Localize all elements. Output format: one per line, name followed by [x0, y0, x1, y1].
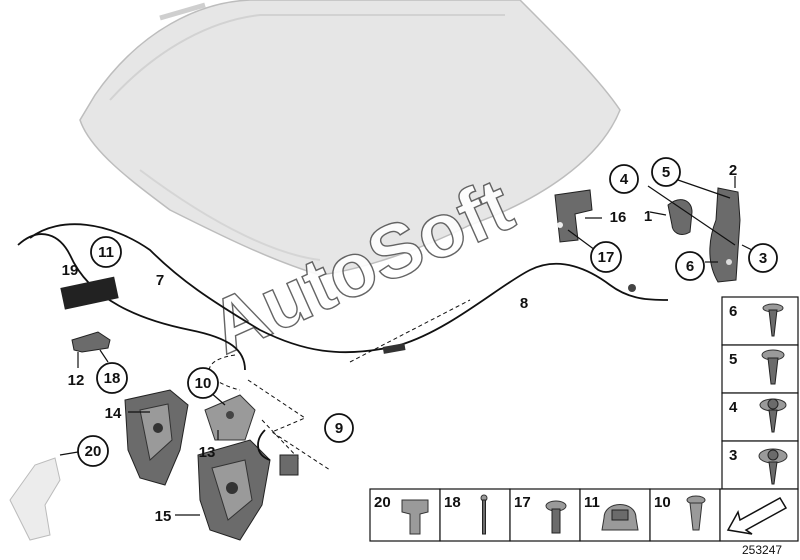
- callout-12: 12: [68, 372, 85, 389]
- callout-6: 6: [686, 258, 694, 275]
- hood-lock-right: [175, 439, 271, 541]
- bowden-cables: [17, 223, 669, 471]
- reference-number: 253247: [742, 543, 782, 557]
- callout-4: 4: [620, 171, 629, 188]
- clip-icon: [401, 499, 429, 535]
- callout-8: 8: [520, 295, 528, 312]
- callout-circle-18: [96, 362, 128, 394]
- hood-panel: [79, 0, 621, 276]
- callout-circle-6: [675, 251, 705, 281]
- fastener-cell-17: [509, 488, 581, 542]
- bowden-cable-rear: [29, 223, 669, 354]
- callout-20: 20: [85, 443, 102, 460]
- spring-nut-icon: [601, 504, 639, 531]
- callout-3: 3: [759, 250, 767, 267]
- bolt-icon: [545, 500, 567, 534]
- callout-1: 1: [644, 208, 652, 225]
- fastener-label-20: 20: [374, 494, 391, 511]
- fastener-label-5: 5: [729, 351, 737, 368]
- fastener-label-10: 10: [654, 494, 671, 511]
- callout-circle-17: [590, 241, 622, 273]
- direction-arrow-icon: [726, 496, 788, 535]
- callout-7: 7: [156, 272, 164, 289]
- cable-connector: [382, 343, 406, 354]
- callout-circle-20: [77, 435, 109, 467]
- release-pad: [60, 276, 119, 310]
- callout-18: 18: [104, 370, 121, 387]
- bowden-cable-front: [17, 233, 246, 371]
- fastener-cell-6: [721, 296, 799, 346]
- fastener-column: 6 5 4 3: [721, 296, 799, 490]
- lock-switch: [257, 429, 299, 476]
- hood-stop-bracket: [554, 189, 602, 251]
- fastener-cell-20: [369, 488, 441, 542]
- callout-13: 13: [199, 444, 216, 461]
- fastener-cell-4: [721, 392, 799, 442]
- cable-end-fitting: [628, 284, 636, 292]
- release-handle: [60, 276, 119, 368]
- callout-circle-4: [609, 164, 639, 194]
- callout-9: 9: [335, 420, 343, 437]
- callout-labels: 1 2 3 4 5 6 7 8 9 10 11 12 13 14 15 16 1…: [62, 162, 768, 525]
- callout-10: 10: [195, 375, 212, 392]
- expanding-rivet-icon: [686, 495, 706, 531]
- callout-5: 5: [662, 164, 670, 181]
- support-bracket: [9, 451, 79, 541]
- washer-screw-icon: [759, 398, 787, 433]
- hood-hinge-assembly: [647, 176, 753, 283]
- lock-bracket: [204, 391, 256, 441]
- fastener-label-3: 3: [729, 447, 737, 464]
- callout-15: 15: [155, 508, 172, 525]
- callout-19: 19: [62, 262, 79, 279]
- callout-17: 17: [598, 249, 615, 266]
- nut-screw-icon: [758, 448, 788, 485]
- callout-circle-10: [187, 367, 219, 399]
- callout-circle-3: [748, 243, 778, 273]
- callout-14: 14: [105, 405, 122, 422]
- callout-11: 11: [98, 244, 114, 261]
- callout-circle-5: [651, 157, 681, 187]
- hood-lock-left: [124, 389, 189, 486]
- callout-2: 2: [729, 162, 737, 179]
- rivet-icon: [480, 494, 488, 535]
- screw-icon: [761, 349, 785, 385]
- fastener-label-11: 11: [584, 494, 600, 511]
- fastener-cell-5: [721, 344, 799, 394]
- fastener-cell-10: [649, 488, 721, 542]
- callout-circle-11: [90, 236, 122, 268]
- fastener-label-18: 18: [444, 494, 461, 511]
- fastener-label-4: 4: [729, 399, 738, 416]
- fastener-label-17: 17: [514, 494, 531, 511]
- screw-icon: [762, 303, 784, 337]
- callout-16: 16: [610, 209, 627, 226]
- fastener-row: 20 18 17 11 10: [369, 488, 799, 542]
- callout-circles: [77, 157, 778, 467]
- callout-circle-9: [324, 413, 354, 443]
- fastener-label-6: 6: [729, 303, 737, 320]
